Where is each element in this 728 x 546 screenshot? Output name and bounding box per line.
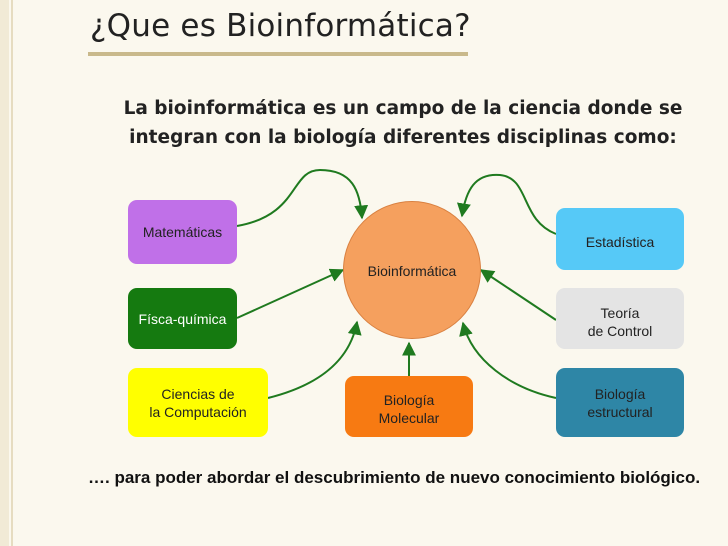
node-label: Estadística	[585, 234, 655, 250]
title-underline	[88, 52, 468, 56]
node-estadistica: Estadística	[556, 208, 684, 270]
arrow-fisica-quimica	[236, 268, 345, 319]
arrow-estadistica	[457, 173, 557, 235]
node-label: Biología estructural	[587, 385, 653, 420]
node-fisica-quimica: Físca-química	[128, 288, 237, 349]
center-node-label: Bioinformática	[367, 263, 457, 279]
node-ciencias-computacion: Ciencias de la Computación	[128, 368, 268, 437]
footer-text: …. para poder abordar el descubrimiento …	[88, 468, 701, 487]
center-node-bioinformatica: Bioinformática	[343, 201, 481, 339]
arrow-matematicas	[236, 168, 369, 227]
node-label: Físca-química	[138, 310, 227, 327]
intro-text: La bioinformática es un campo de la cien…	[123, 98, 683, 148]
node-teoria-control: Teoría de Control	[556, 288, 684, 349]
arrow-biologia-estructural	[459, 321, 557, 399]
node-label: Biología Molecular	[378, 392, 440, 426]
slide-left-band	[0, 0, 9, 546]
arrow-teoria-control	[479, 269, 557, 321]
node-biologia-estructural: Biología estructural	[556, 368, 684, 437]
slide-title: ¿Que es Bioinformática?	[90, 8, 471, 44]
node-matematicas: Matemáticas	[128, 200, 237, 264]
node-label: Teoría de Control	[587, 305, 653, 339]
node-biologia-molecular: Biología Molecular	[345, 376, 473, 437]
node-label: Matemáticas	[142, 224, 223, 240]
node-label: Ciencias de la Computación	[149, 385, 247, 420]
arrow-ciencias-computacion	[267, 320, 362, 399]
slide-left-line	[11, 0, 13, 546]
